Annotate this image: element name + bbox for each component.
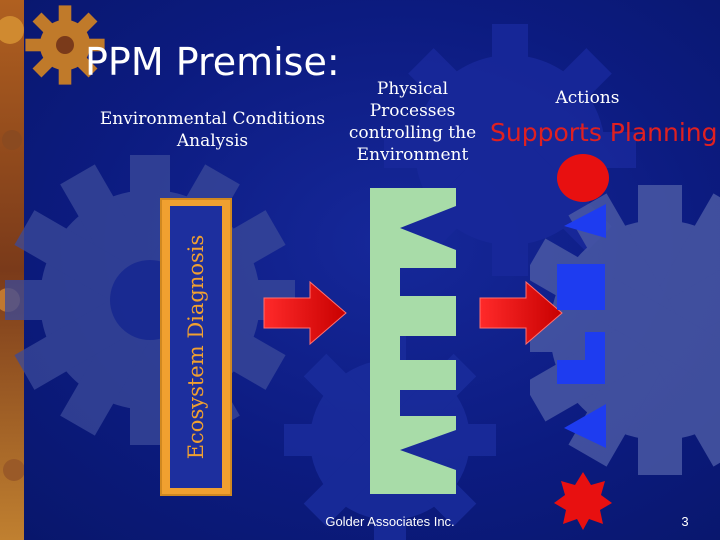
ecosystem-diagnosis-box: Ecosystem Diagnosis: [160, 198, 232, 496]
right-arrow-icon: [263, 280, 347, 346]
page-title: PPM Premise:: [85, 40, 340, 84]
blue-square-icon: [557, 264, 605, 310]
page-number: 3: [681, 514, 689, 529]
red-circle-icon: [557, 154, 609, 202]
ecosystem-diagnosis-label: Ecosystem Diagnosis: [184, 234, 208, 460]
footer-company: Golder Associates Inc.: [325, 514, 455, 529]
gear-icon: [384, 24, 636, 276]
environmental-conditions-label: Environmental Conditions Analysis: [99, 109, 326, 151]
blue-l-shape-icon: [557, 332, 605, 384]
red-star-icon: [554, 472, 612, 530]
physical-processes-label: Physical Processes controlling the Envir…: [348, 79, 477, 165]
decorative-strip: [0, 0, 24, 540]
blue-triangle-icon: [564, 404, 606, 448]
blue-triangle-icon: [564, 204, 606, 238]
supports-planning-label: Supports Planning: [490, 118, 718, 147]
actions-label: Actions: [555, 88, 620, 108]
gear-icon: [25, 5, 105, 85]
gear-icon: [5, 155, 295, 445]
physical-process-panel: [370, 188, 456, 494]
ecosystem-diagnosis-panel: Ecosystem Diagnosis: [170, 206, 222, 488]
right-arrow-icon: [479, 280, 563, 346]
